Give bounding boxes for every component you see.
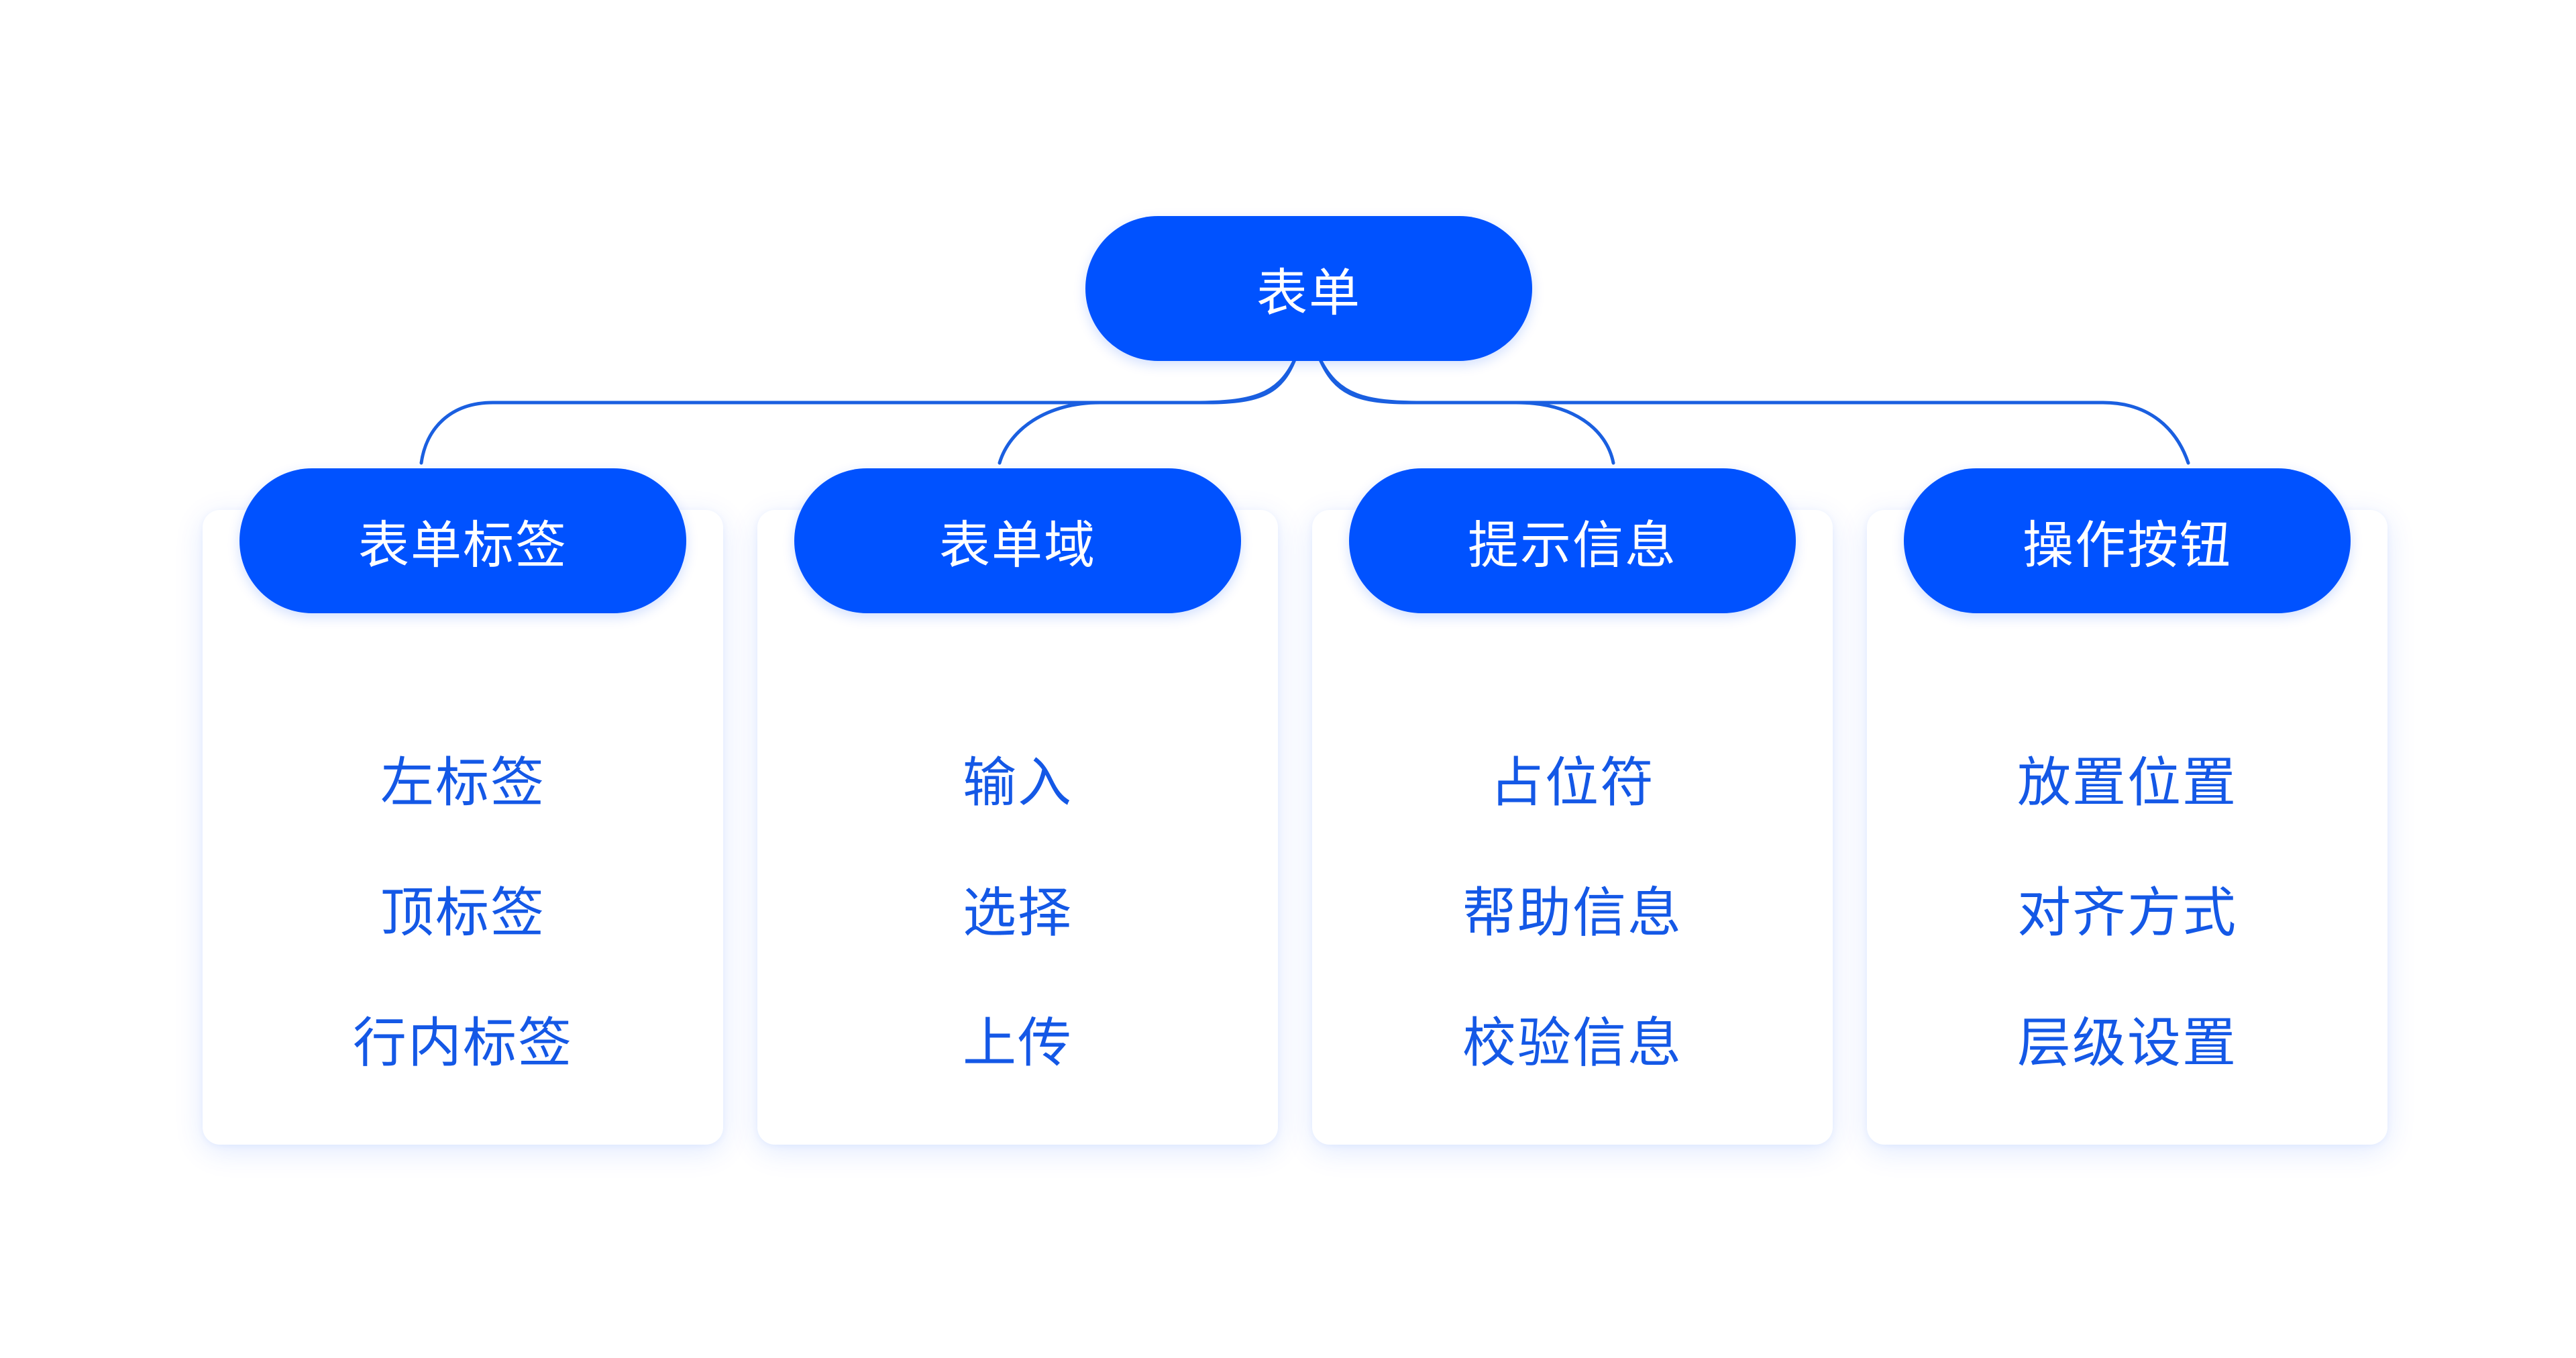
category-item: 输入 bbox=[963, 751, 1073, 814]
connector-to-action-button bbox=[1318, 358, 2190, 465]
category-item: 层级设置 bbox=[2017, 1012, 2237, 1074]
category-node-label: 操作按钮 bbox=[2023, 515, 2232, 575]
category-node-label: 提示信息 bbox=[1468, 515, 1677, 575]
connector-to-hint-info bbox=[1318, 358, 1615, 465]
category-item: 行内标签 bbox=[353, 1012, 573, 1074]
category-item-list: 占位符 帮助信息 校验信息 bbox=[1312, 718, 1833, 1108]
category-node-form-label: 表单标签 bbox=[239, 468, 686, 613]
root-node: 表单 bbox=[1085, 216, 1532, 361]
category-item: 校验信息 bbox=[1462, 1012, 1682, 1074]
category-item: 放置位置 bbox=[2017, 751, 2237, 814]
category-item: 对齐方式 bbox=[2017, 882, 2237, 944]
category-node-label: 表单标签 bbox=[358, 515, 568, 575]
category-node-form-field: 表单域 bbox=[794, 468, 1241, 613]
connector-to-form-field bbox=[998, 358, 1297, 465]
category-node-action-button: 操作按钮 bbox=[1904, 468, 2351, 613]
category-node-hint-info: 提示信息 bbox=[1349, 468, 1796, 613]
root-node-label: 表单 bbox=[1256, 263, 1361, 323]
category-item: 占位符 bbox=[1490, 751, 1655, 814]
category-item: 左标签 bbox=[380, 751, 545, 814]
category-card-form-label: 左标签 顶标签 行内标签 bbox=[203, 510, 723, 1145]
category-item-list: 左标签 顶标签 行内标签 bbox=[203, 718, 723, 1108]
category-item-list: 输入 选择 上传 bbox=[757, 718, 1278, 1108]
category-node-label: 表单域 bbox=[939, 515, 1096, 575]
category-item: 顶标签 bbox=[380, 882, 545, 944]
category-item: 帮助信息 bbox=[1462, 882, 1682, 944]
category-card-hint-info: 占位符 帮助信息 校验信息 bbox=[1312, 510, 1833, 1145]
category-item: 上传 bbox=[963, 1012, 1073, 1074]
category-card-action-button: 放置位置 对齐方式 层级设置 bbox=[1867, 510, 2387, 1145]
connector-to-form-label bbox=[419, 358, 1297, 465]
category-item-list: 放置位置 对齐方式 层级设置 bbox=[1867, 718, 2387, 1108]
category-card-form-field: 输入 选择 上传 bbox=[757, 510, 1278, 1145]
category-item: 选择 bbox=[963, 882, 1073, 944]
